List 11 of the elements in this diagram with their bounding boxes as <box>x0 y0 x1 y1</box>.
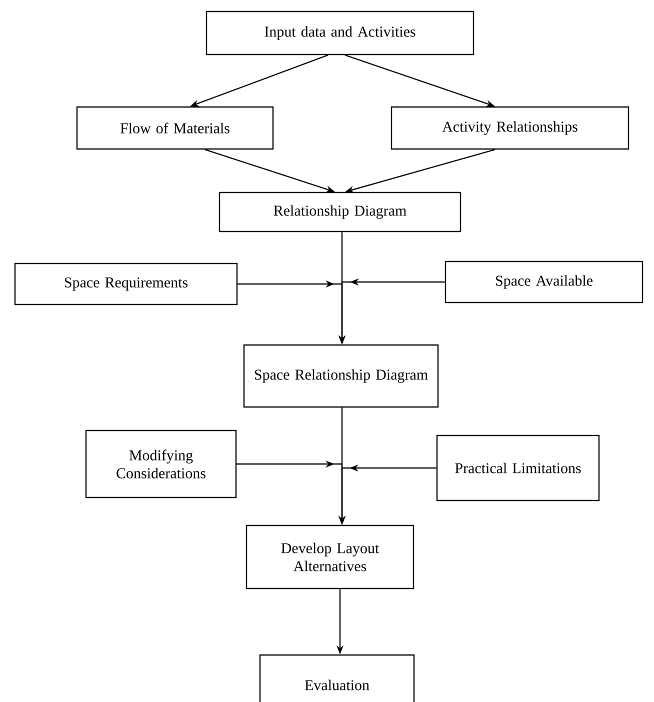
process-box: Space Requirements <box>14 262 238 306</box>
process-box: Input data and Activities <box>206 10 474 56</box>
process-box: Space Available <box>444 260 644 304</box>
process-box: Relationship Diagram <box>218 192 462 232</box>
process-box: Develop Layout Alternatives <box>246 524 414 590</box>
process-box: Modifying Considerations <box>85 430 237 498</box>
process-box: Activity Relationships <box>390 106 630 150</box>
process-box: Flow of Materials <box>76 106 274 150</box>
process-box: Practical Limitations <box>436 434 600 502</box>
process-box: Evaluation <box>259 654 415 702</box>
process-box: Space Relationship Diagram <box>243 344 439 408</box>
